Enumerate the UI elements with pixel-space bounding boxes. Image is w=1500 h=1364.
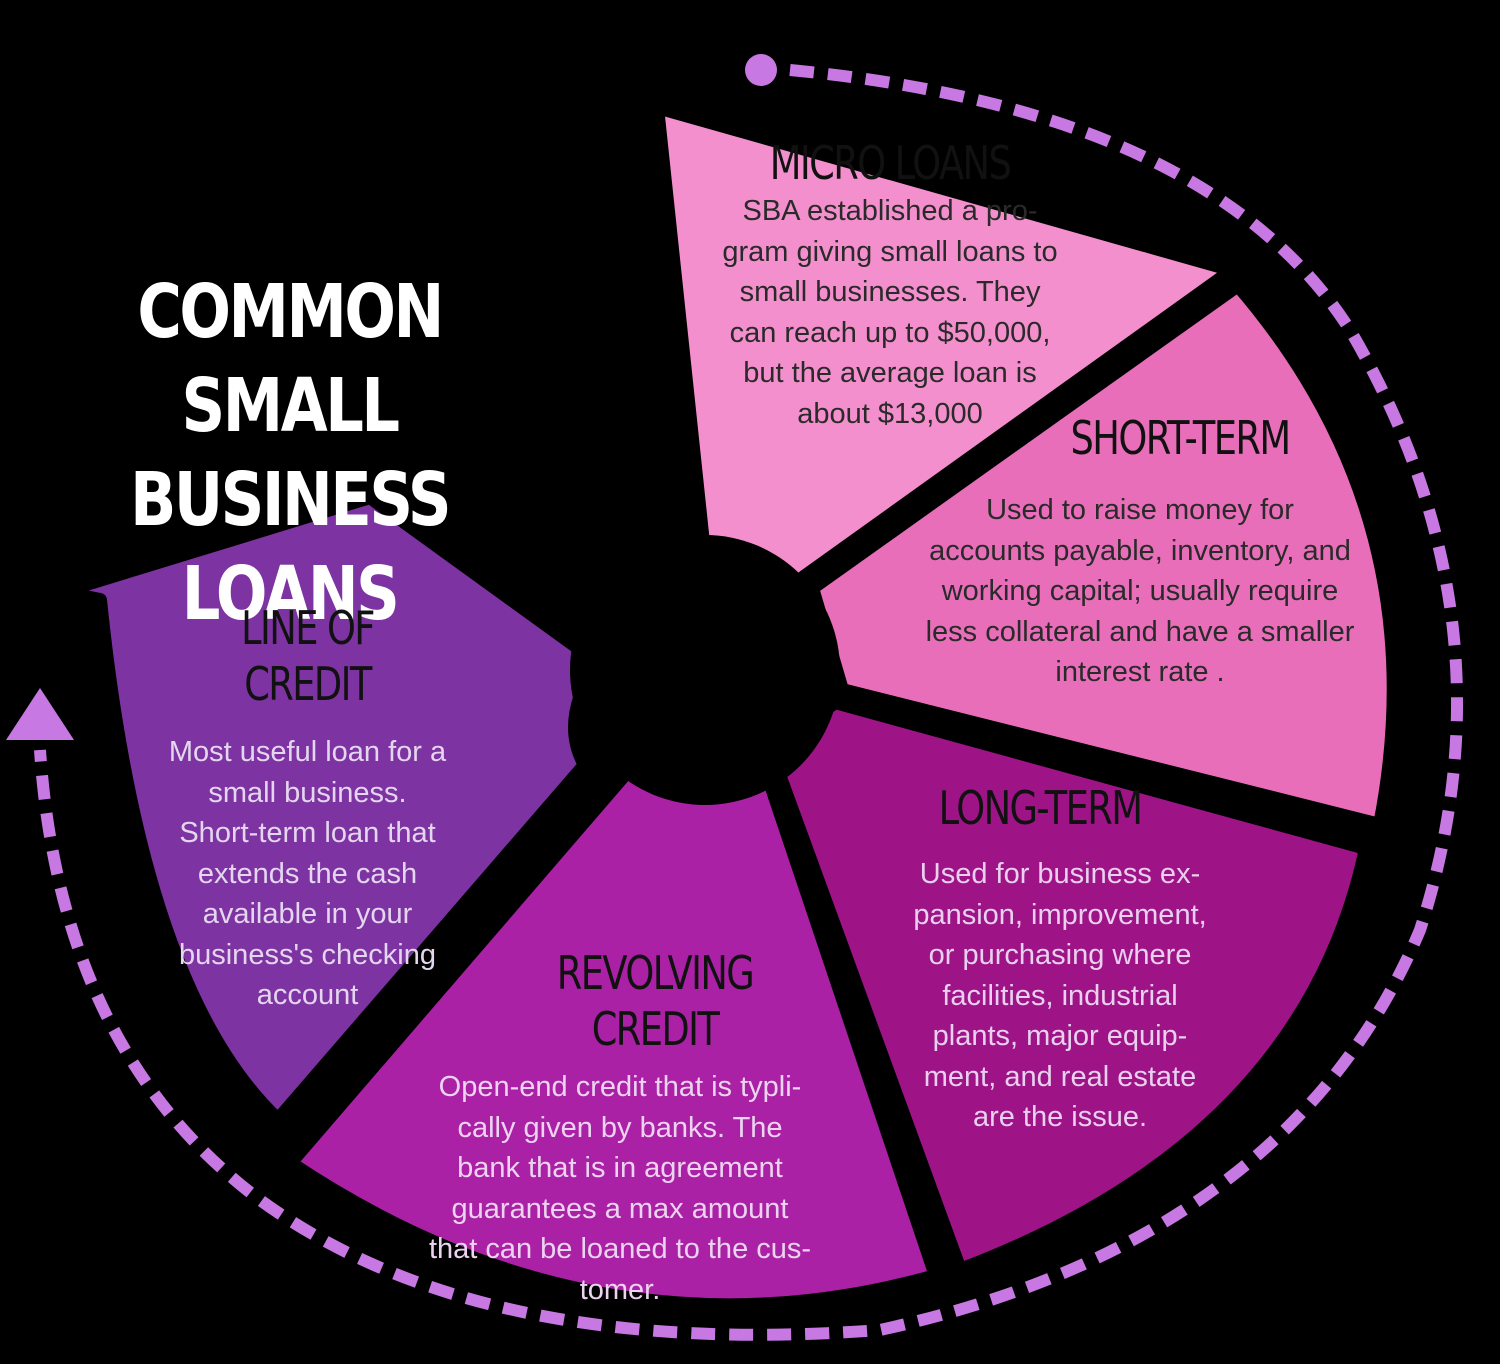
short-term-description: Used to raise money for accounts payable…	[925, 494, 1355, 688]
micro-loans-description: SBA established a pro- gram giving small…	[722, 195, 1058, 430]
short-term-block: SHORT-TERM Used to raise money for accou…	[890, 410, 1390, 693]
line-of-credit-block: LINE OF CREDIT Most useful loan for a sm…	[140, 600, 475, 1016]
line-of-credit-heading: LINE OF CREDIT	[241, 601, 375, 711]
infographic-title: COMMON SMALL BUSINESS LOANS	[60, 265, 519, 641]
micro-loans-block: MICRO LOANS SBA established a pro- gram …	[690, 135, 1090, 434]
revolving-credit-block: REVOLVING CREDIT Open-end credit that is…	[390, 945, 850, 1310]
revolving-credit-heading: REVOLVING CREDIT	[556, 946, 755, 1056]
micro-loans-heading: MICRO LOANS	[769, 136, 1012, 190]
segment-revolving-credit	[283, 738, 943, 1313]
title-line-1: COMMON SMALL	[137, 269, 444, 449]
long-term-heading: LONG-TERM	[938, 781, 1143, 835]
long-term-description: Used for business ex- pansion, improveme…	[913, 858, 1207, 1133]
long-term-block: LONG-TERM Used for business ex- pansion,…	[880, 780, 1240, 1138]
segment-short-term	[805, 278, 1401, 832]
cycle-arrowhead	[6, 688, 74, 740]
title-line-2: BUSINESS LOANS	[130, 457, 452, 637]
segment-long-term	[763, 695, 1373, 1277]
line-of-credit-description: Most useful loan for a small business. S…	[168, 736, 447, 1011]
revolving-credit-description: Open-end credit that is typli- cally giv…	[428, 1071, 812, 1306]
dashed-cycle-ring	[34, 64, 1463, 1341]
wheel-hub	[570, 535, 840, 805]
cycle-start-dot	[745, 54, 777, 86]
short-term-heading: SHORT-TERM	[1070, 411, 1292, 465]
